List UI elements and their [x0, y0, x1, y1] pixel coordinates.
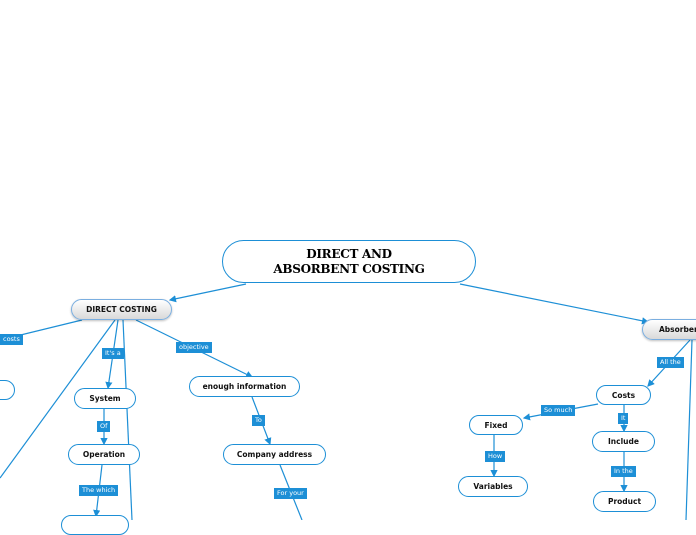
tag-costs: costs	[0, 334, 23, 345]
node-company-address[interactable]: Company address	[223, 444, 326, 465]
node-costs[interactable]: Costs	[596, 385, 651, 405]
tag-in-the: In the	[611, 466, 636, 477]
tag-of: Of	[97, 421, 111, 432]
node-direct-costing[interactable]: DIRECT COSTING	[71, 299, 172, 320]
link-direct-down	[122, 319, 133, 520]
node-variables[interactable]: Variables	[458, 476, 528, 497]
node-product[interactable]: Product	[593, 491, 656, 512]
tag-its-a: It's a	[102, 348, 124, 359]
tag-so-much: So much	[541, 405, 576, 416]
tag-it: It	[618, 413, 629, 424]
node-enough-information[interactable]: enough information	[189, 376, 300, 397]
node-left-partial[interactable]	[0, 380, 15, 400]
node-system[interactable]: System	[74, 388, 136, 409]
node-partial-bottom[interactable]	[61, 515, 129, 535]
tag-objective: objective	[176, 342, 212, 353]
root-node[interactable]: DIRECT AND ABSORBENT COSTING	[222, 240, 476, 283]
link-root-direct	[168, 283, 247, 303]
node-include[interactable]: Include	[592, 431, 655, 452]
tag-the-which: The which	[79, 485, 119, 496]
tag-for-your: For your	[274, 488, 307, 499]
link-absorbent-down	[685, 339, 693, 520]
tag-all-the: All the	[657, 357, 684, 368]
node-absorbent[interactable]: Absorbent	[642, 319, 696, 340]
link-root-absorbent	[459, 283, 650, 325]
tag-how: How	[485, 451, 506, 462]
link-direct-left	[0, 319, 116, 479]
node-operation[interactable]: Operation	[68, 444, 140, 465]
tag-to: To	[252, 415, 265, 426]
node-fixed[interactable]: Fixed	[469, 415, 523, 435]
